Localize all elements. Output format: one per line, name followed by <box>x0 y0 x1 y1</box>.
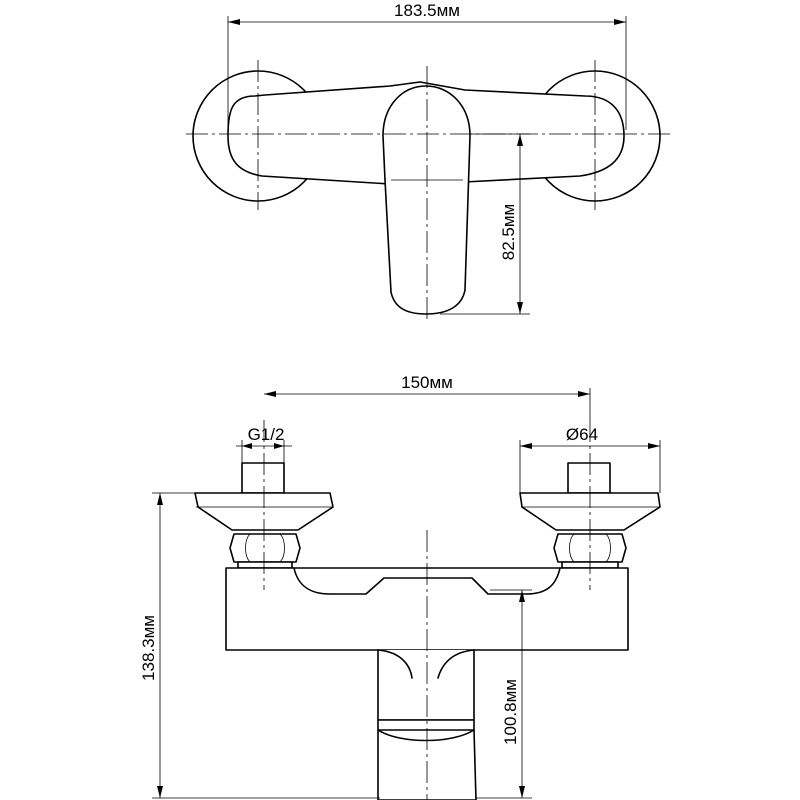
spout-height-label: 100.8мм <box>501 679 520 745</box>
spout-collar <box>377 719 475 731</box>
front-width-label: 150мм <box>401 373 453 392</box>
thread-label: G1/2 <box>248 425 285 444</box>
top-height-label: 82.5мм <box>499 204 518 260</box>
front-view: 150мм G1/2 Ø64 138.3мм 100.8мм <box>139 373 661 800</box>
left-inlet-pipe <box>241 462 285 494</box>
left-hex-nut <box>229 533 301 563</box>
top-view: 183.5мм 82.5мм <box>186 1 670 322</box>
body-top-contour <box>293 567 561 595</box>
diameter-label: Ø64 <box>566 425 598 444</box>
top-handle <box>382 85 471 315</box>
total-height-label: 138.3мм <box>139 615 158 681</box>
spout <box>377 649 475 721</box>
right-inlet-pipe <box>567 462 611 494</box>
top-width-label: 183.5мм <box>394 1 460 20</box>
